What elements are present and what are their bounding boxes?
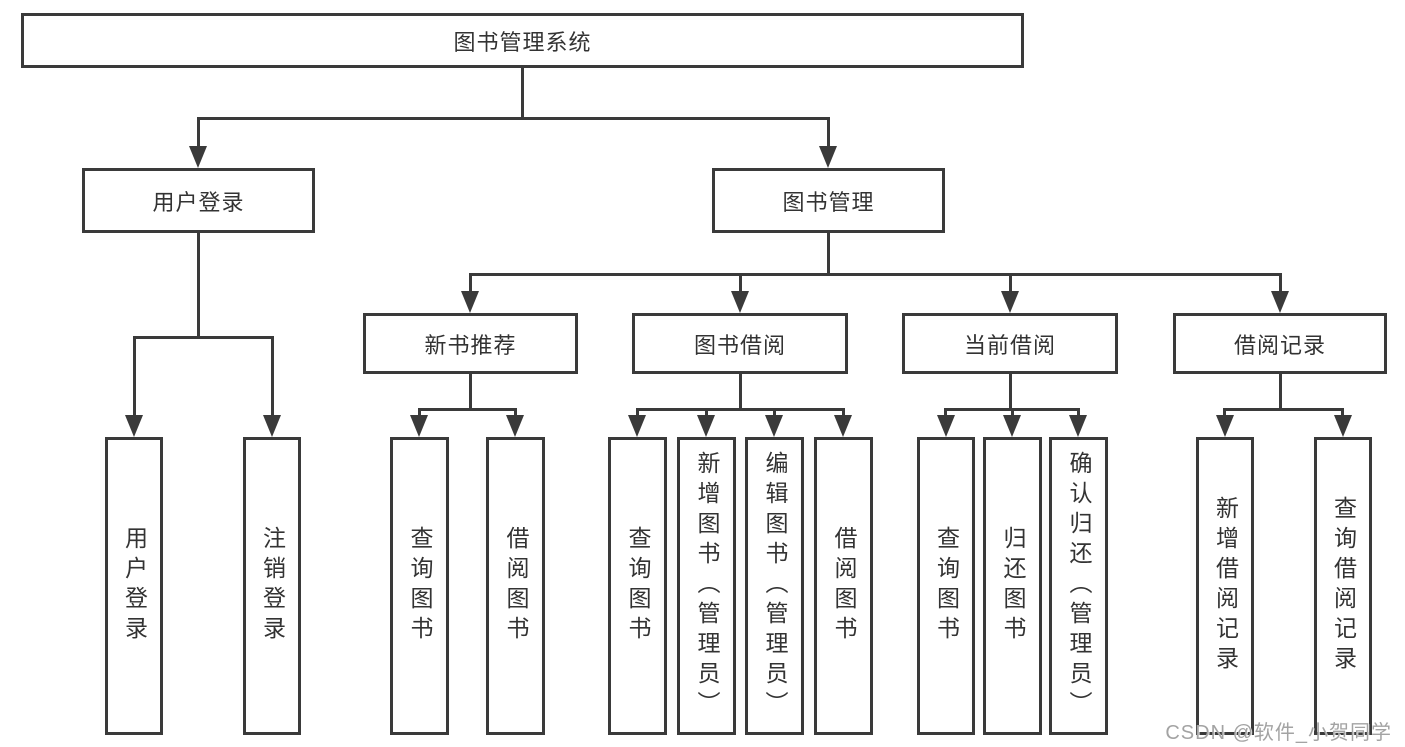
connector-line xyxy=(133,336,136,418)
connector-line xyxy=(469,273,472,295)
leaf-add-books-admin: 新增图书（管理员） xyxy=(677,437,736,735)
connector-login-stem xyxy=(197,233,200,338)
arrow-down-icon xyxy=(506,415,524,437)
node-book-borrow: 图书借阅 xyxy=(632,313,848,374)
connector-line xyxy=(514,408,517,418)
node-new-book-recommend: 新书推荐 xyxy=(363,313,578,374)
connector-group-bar xyxy=(636,408,845,411)
connector-line xyxy=(636,408,639,418)
connector-root-stem xyxy=(521,68,524,119)
connector-level2-bar xyxy=(197,117,830,120)
csdn-watermark: CSDN @软件_小贺同学 xyxy=(1165,722,1392,744)
connector-group-stem xyxy=(469,374,472,410)
leaf-confirm-return-admin: 确认归还（管理员） xyxy=(1049,437,1108,735)
leaf-add-borrow-record: 新增借阅记录 xyxy=(1196,437,1254,735)
arrow-down-icon xyxy=(731,291,749,313)
arrow-down-icon xyxy=(410,415,428,437)
leaf-borrow-books: 借阅图书 xyxy=(814,437,873,735)
arrow-down-icon xyxy=(628,415,646,437)
connector-line xyxy=(1223,408,1226,418)
connector-line xyxy=(842,408,845,418)
leaf-logout: 注销登录 xyxy=(243,437,301,735)
arrow-down-icon xyxy=(834,415,852,437)
connector-line xyxy=(944,408,947,418)
connector-line xyxy=(1279,273,1282,295)
node-root-system: 图书管理系统 xyxy=(21,13,1024,68)
node-book-management: 图书管理 xyxy=(712,168,945,233)
arrow-down-icon xyxy=(263,415,281,437)
connector-group-stem xyxy=(739,374,742,410)
leaf-return-books: 归还图书 xyxy=(983,437,1042,735)
arrow-down-icon xyxy=(1001,291,1019,313)
node-borrow-records: 借阅记录 xyxy=(1173,313,1387,374)
leaf-query-books-borrow: 查询图书 xyxy=(608,437,667,735)
arrow-down-icon xyxy=(461,291,479,313)
connector-line xyxy=(197,117,200,149)
arrow-down-icon xyxy=(1069,415,1087,437)
node-user-login: 用户登录 xyxy=(82,168,315,233)
connector-line xyxy=(739,273,742,295)
connector-line xyxy=(271,336,274,418)
arrow-down-icon xyxy=(937,415,955,437)
leaf-user-login: 用户登录 xyxy=(105,437,163,735)
arrow-down-icon xyxy=(189,146,207,168)
connector-line xyxy=(1011,408,1014,418)
connector-group-bar xyxy=(1223,408,1344,411)
leaf-query-borrow-record: 查询借阅记录 xyxy=(1314,437,1372,735)
arrow-down-icon xyxy=(1334,415,1352,437)
leaf-query-books-current: 查询图书 xyxy=(917,437,975,735)
connector-group-bar xyxy=(418,408,517,411)
connector-line xyxy=(827,117,830,149)
connector-login-bar xyxy=(133,336,274,339)
connector-mgmt-stem xyxy=(827,233,830,275)
connector-line xyxy=(773,408,776,418)
connector-line xyxy=(1341,408,1344,418)
arrow-down-icon xyxy=(1216,415,1234,437)
connector-line xyxy=(418,408,421,418)
connector-group-stem xyxy=(1279,374,1282,410)
leaf-query-books-recommend: 查询图书 xyxy=(390,437,449,735)
arrow-down-icon xyxy=(765,415,783,437)
connector-line xyxy=(1077,408,1080,418)
node-current-borrow: 当前借阅 xyxy=(902,313,1118,374)
arrow-down-icon xyxy=(1271,291,1289,313)
connector-line xyxy=(705,408,708,418)
leaf-borrow-books-recommend: 借阅图书 xyxy=(486,437,545,735)
connector-line xyxy=(1009,273,1012,295)
connector-group-stem xyxy=(1009,374,1012,410)
arrow-down-icon xyxy=(697,415,715,437)
arrow-down-icon xyxy=(125,415,143,437)
arrow-down-icon xyxy=(1003,415,1021,437)
connector-level3-bar xyxy=(469,273,1282,276)
arrow-down-icon xyxy=(819,146,837,168)
leaf-edit-books-admin: 编辑图书（管理员） xyxy=(745,437,804,735)
